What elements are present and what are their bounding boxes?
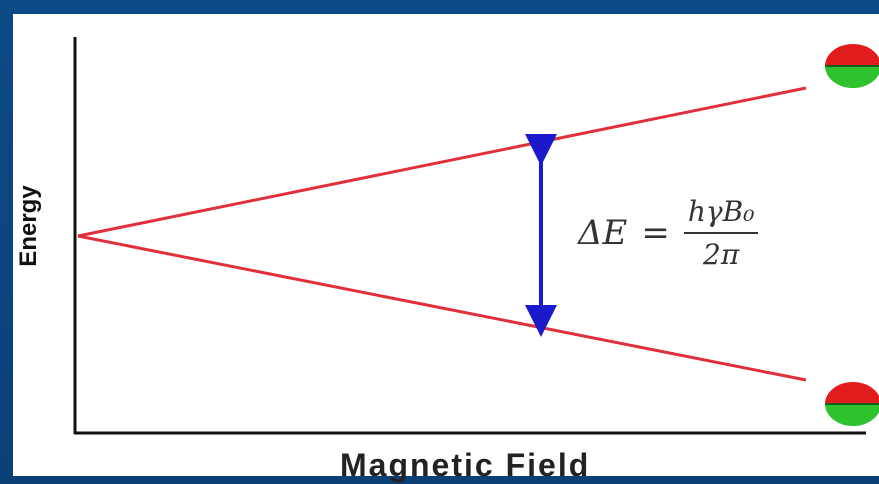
- y-axis-label: Energy: [15, 185, 42, 267]
- spin-state-lower-icon: [825, 382, 879, 426]
- upper-energy-line: [77, 86, 807, 238]
- formula-fraction: hγB₀ 2π: [683, 195, 759, 271]
- x-axis-label: Magnetic Field: [340, 447, 591, 483]
- diagram-panel: [13, 14, 879, 476]
- formula-numerator: hγB₀: [683, 195, 759, 234]
- formula-lhs: ΔE: [578, 213, 628, 253]
- energy-gap-formula: ΔE = hγB₀ 2π: [578, 188, 759, 278]
- formula-denominator: 2π: [703, 238, 740, 271]
- lower-energy-line: [77, 234, 807, 382]
- spin-state-upper-icon: [825, 44, 879, 88]
- formula-equals: =: [641, 213, 670, 253]
